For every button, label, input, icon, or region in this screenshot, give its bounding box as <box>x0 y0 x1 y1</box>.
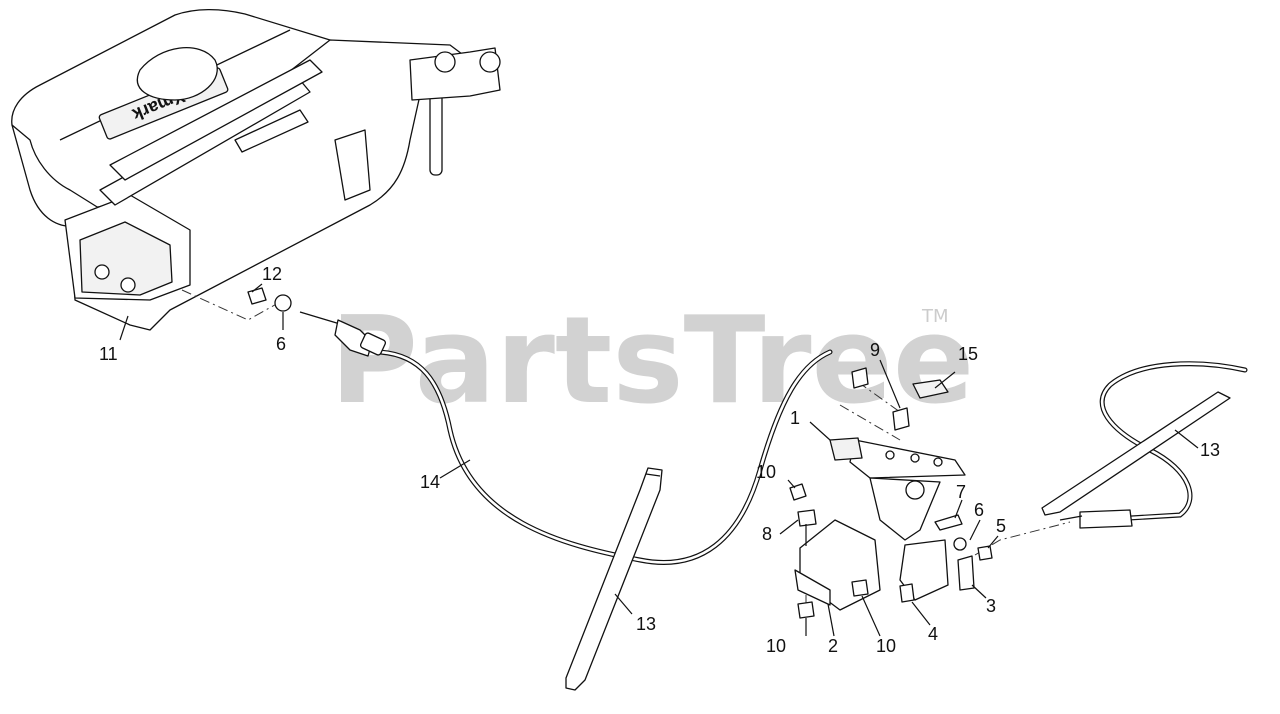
callout-8: 8 <box>762 524 772 544</box>
callout-7: 7 <box>956 482 966 502</box>
alignment-line-left <box>181 289 281 321</box>
nut-10b <box>797 601 815 619</box>
watermark: PartsTree <box>330 292 974 431</box>
callout-5: 5 <box>996 516 1006 536</box>
alignment-line-top <box>857 381 901 413</box>
clip-3 <box>957 555 975 591</box>
callouts: 12 6 11 14 13 9 15 1 10 8 7 6 5 3 4 2 10… <box>99 264 1220 656</box>
callout-10-top: 10 <box>756 462 776 482</box>
bushing-9b <box>892 407 910 431</box>
cable-right <box>1041 361 1248 529</box>
fitting-6a <box>274 294 292 312</box>
callout-1: 1 <box>790 408 800 428</box>
callout-9: 9 <box>870 340 880 360</box>
seat-assembly: eXmark <box>11 8 501 331</box>
callout-2: 2 <box>828 636 838 656</box>
clip-10c <box>851 579 869 597</box>
pin-7 <box>934 514 963 531</box>
callout-14: 14 <box>420 472 440 492</box>
callout-6-right: 6 <box>974 500 984 520</box>
cable-14 <box>299 311 833 565</box>
clip-10a <box>789 483 807 501</box>
nut-5 <box>977 545 993 561</box>
alignment-line-pivot <box>839 404 901 441</box>
callout-12: 12 <box>262 264 282 284</box>
callout-6: 6 <box>276 334 286 354</box>
callout-13-right: 13 <box>1200 440 1220 460</box>
callout-3: 3 <box>986 596 996 616</box>
callout-13-left: 13 <box>636 614 656 634</box>
fitting-6b <box>953 537 967 551</box>
bushing-9a <box>851 367 869 389</box>
callout-11: 11 <box>99 344 118 364</box>
callout-15: 15 <box>958 344 978 364</box>
bolt-8 <box>797 509 817 527</box>
brake-rod-left <box>565 467 663 691</box>
nut-12 <box>247 287 267 305</box>
callout-10-bottom-left: 10 <box>766 636 786 656</box>
hardware <box>247 287 993 619</box>
watermark-trademark: TM <box>921 306 949 327</box>
callout-10-bottom-right: 10 <box>876 636 896 656</box>
leader-lines <box>119 283 1199 637</box>
screw-4 <box>899 583 915 603</box>
pedal-assembly <box>794 437 966 611</box>
callout-4: 4 <box>928 624 938 644</box>
